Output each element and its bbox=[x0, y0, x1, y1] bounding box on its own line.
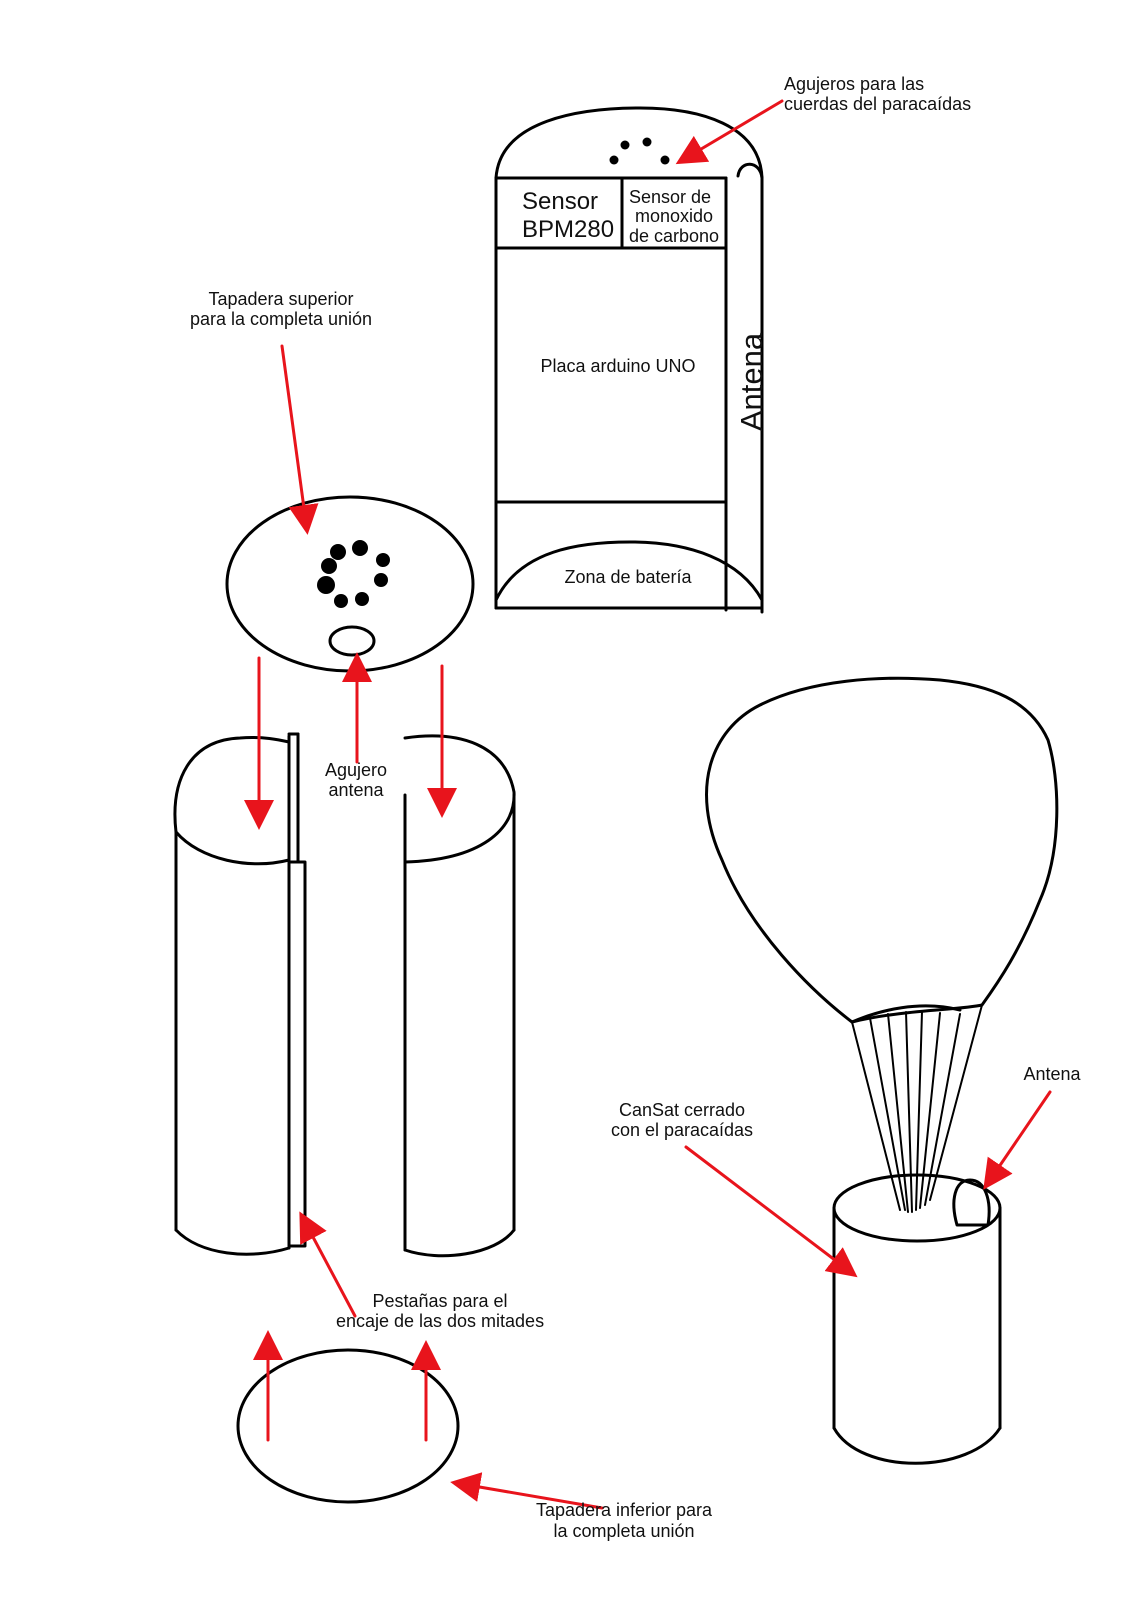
label-arduino: Placa arduino UNO bbox=[540, 356, 695, 376]
arrow-top-lid bbox=[282, 346, 306, 523]
label-sensor-bpm-1: Sensor bbox=[522, 188, 598, 215]
label-tabs-1: Pestañas para el bbox=[372, 1291, 507, 1311]
label-antenna-vertical: Antena bbox=[734, 332, 769, 431]
joining-tab bbox=[289, 862, 305, 1246]
closed-cansat bbox=[707, 678, 1057, 1463]
parachute-cord-holes bbox=[610, 138, 670, 165]
parachute-canopy bbox=[707, 678, 1057, 1022]
label-top-lid-1: Tapadera superior bbox=[208, 289, 353, 309]
label-battery: Zona de batería bbox=[564, 567, 692, 587]
arrow-parachute-holes bbox=[686, 101, 782, 158]
label-parachute-holes-2: cuerdas del paracaídas bbox=[784, 94, 971, 114]
arrow-closed-cansat bbox=[686, 1147, 848, 1270]
label-sensor-co-3: de carbono bbox=[629, 226, 719, 246]
label-bottom-lid-1: Tapadera inferior para bbox=[536, 1500, 713, 1520]
label-closed-cansat-1: CanSat cerrado bbox=[619, 1100, 745, 1120]
label-closed-cansat-2: con el paracaídas bbox=[611, 1120, 753, 1140]
label-sensor-co-2: monoxido bbox=[635, 206, 713, 226]
arrow-tabs bbox=[305, 1222, 355, 1316]
antenna-knob bbox=[954, 1180, 989, 1225]
label-antenna-hole-2: antena bbox=[328, 780, 384, 800]
left-half-cylinder bbox=[175, 734, 305, 1254]
label-sensor-co-1: Sensor de bbox=[629, 187, 711, 207]
right-half-cylinder bbox=[405, 736, 514, 1256]
label-antenna-hole-1: Agujero bbox=[325, 760, 387, 780]
top-lid bbox=[227, 497, 473, 671]
label-bottom-lid-2: la completa unión bbox=[553, 1521, 694, 1541]
top-lid-holes-ring bbox=[317, 540, 390, 608]
label-parachute-holes-1: Agujeros para las bbox=[784, 74, 924, 94]
antenna-hole bbox=[330, 627, 374, 655]
arrow-antenna-right bbox=[990, 1092, 1050, 1180]
label-top-lid-2: para la completa unión bbox=[190, 309, 372, 329]
label-sensor-bpm-2: BPM280 bbox=[522, 216, 614, 243]
label-tabs-2: encaje de las dos mitades bbox=[336, 1311, 544, 1331]
label-antenna-right: Antena bbox=[1023, 1064, 1081, 1084]
